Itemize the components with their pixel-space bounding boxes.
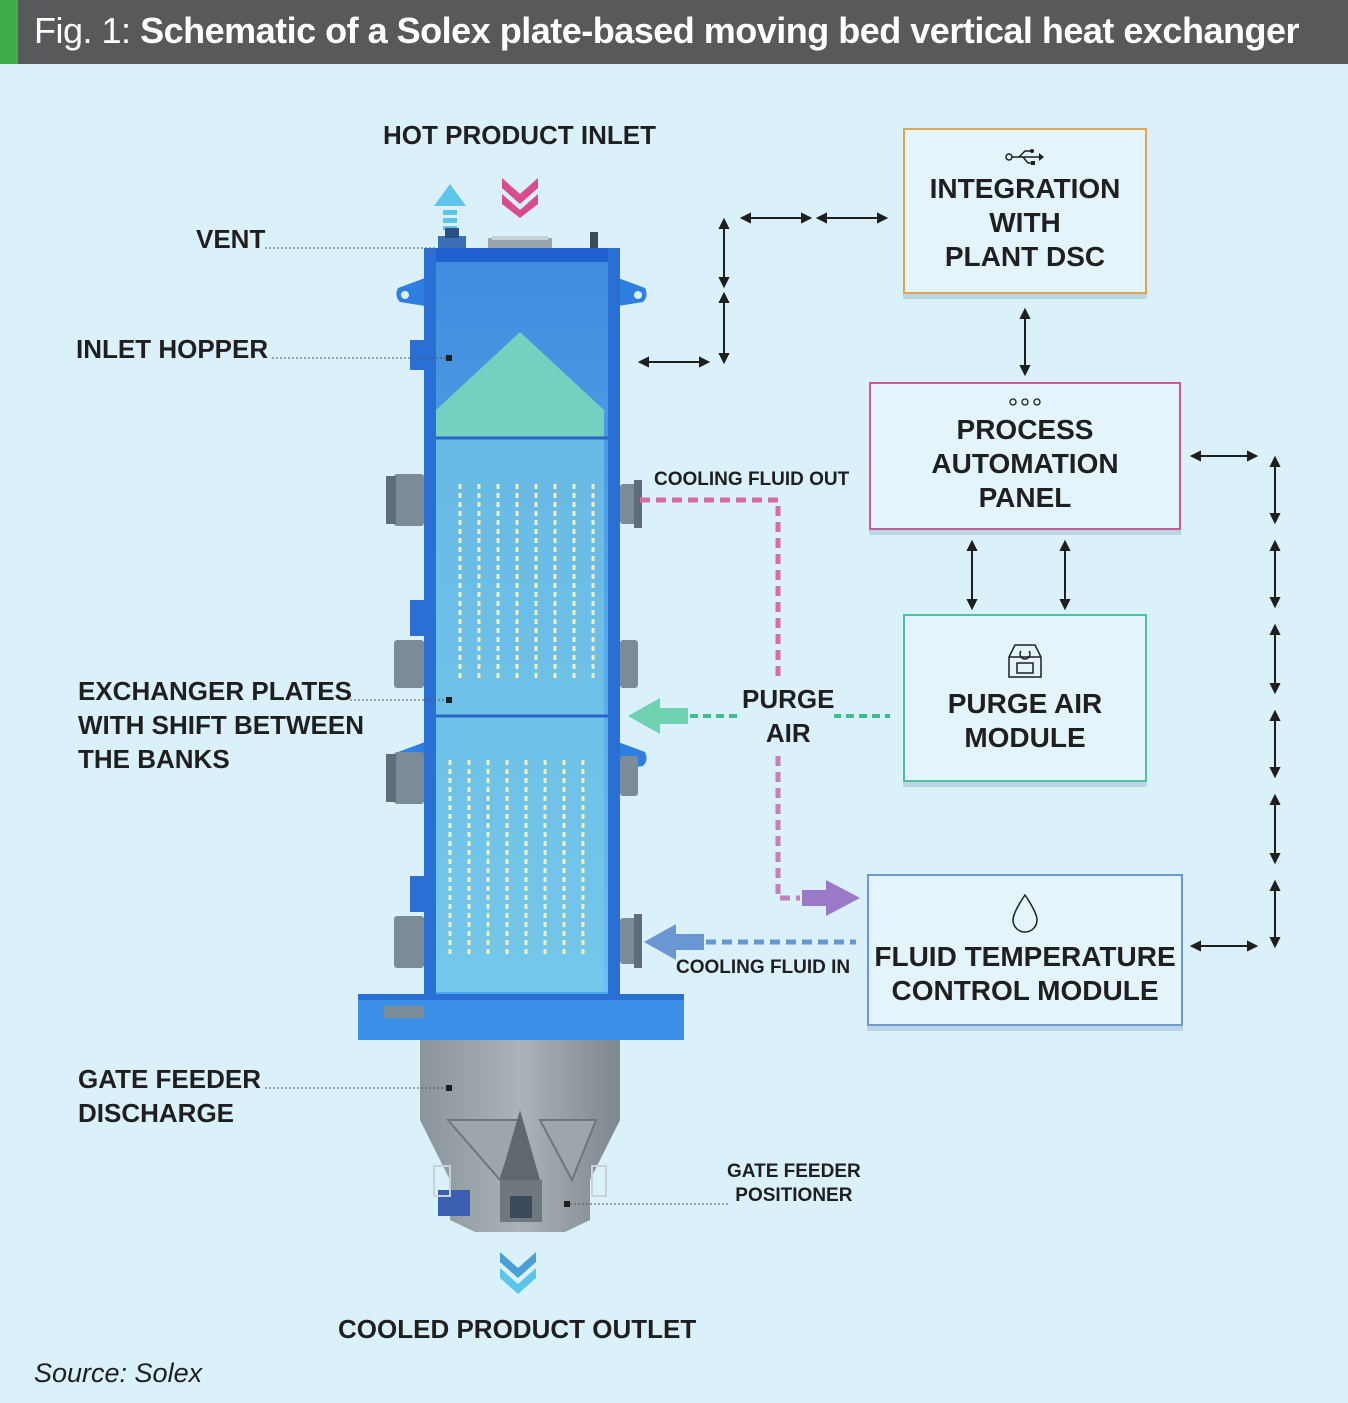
- figure-header: Fig. 1: Schematic of a Solex plate-based…: [0, 0, 1348, 64]
- positioner-motor: [438, 1190, 470, 1216]
- lower-plate-bank: [448, 760, 585, 955]
- left-nozzles: [386, 340, 424, 968]
- diagram-area: HOT PRODUCT INLET VENT INLET HOPPER EXCH…: [0, 64, 1348, 1403]
- cooling-fluid-in-label: COOLING FLUID IN: [676, 957, 851, 978]
- cooling-fluid-out-label: COOLING FLUID OUT: [654, 469, 850, 490]
- fluid-box-label: FLUID TEMPERATURE CONTROL MODULE: [874, 941, 1176, 1006]
- header-accent-bar: [0, 0, 18, 64]
- vessel-top-fittings: [438, 228, 598, 250]
- fluid-temperature-control-box: FLUID TEMPERATURE CONTROL MODULE: [867, 874, 1183, 1026]
- automation-box-label: PROCESS AUTOMATION PANEL: [931, 414, 1119, 513]
- fluid-return-line: [775, 740, 800, 901]
- upper-plate-bank: [458, 484, 595, 680]
- dots-icon: [1009, 398, 1041, 406]
- inlet-hopper-label: INLET HOPPER: [76, 334, 269, 364]
- cooled-product-outlet-label: COOLED PRODUCT OUTLET: [338, 1314, 697, 1344]
- purge-air-module-box: PURGE AIR MODULE: [903, 614, 1147, 782]
- hot-product-inlet-label: HOT PRODUCT INLET: [383, 120, 656, 150]
- purge-box-label: PURGE AIR MODULE: [947, 688, 1103, 753]
- leader-lines: [265, 247, 728, 1205]
- source-credit: Source: Solex: [34, 1358, 203, 1388]
- schematic-svg: [265, 178, 1281, 1294]
- vent-label: VENT: [196, 224, 266, 254]
- exchanger-plates-label: EXCHANGER PLATES WITH SHIFT BETWEEN THE …: [78, 676, 364, 774]
- hot-inlet-chevron-icon: [502, 178, 538, 218]
- process-automation-panel-box: PROCESS AUTOMATION PANEL: [869, 382, 1181, 530]
- droplet-icon: [1012, 893, 1038, 933]
- integration-plant-dsc-box: INTEGRATION WITH PLANT DSC: [903, 128, 1147, 294]
- cooled-outlet-chevron-icon: [500, 1252, 536, 1294]
- usb-icon: [1005, 149, 1044, 165]
- leader-dots: [446, 355, 570, 1207]
- figure-number: Fig. 1:: [34, 10, 131, 51]
- gate-feeder-discharge-hopper: [420, 1040, 620, 1232]
- purge-air-arrow: [628, 698, 688, 734]
- communication-arrows: [637, 212, 1281, 952]
- fluid-feed-arrow: [802, 880, 860, 916]
- gate-feeder-discharge-label: GATE FEEDER DISCHARGE: [78, 1064, 261, 1128]
- figure-title: Schematic of a Solex plate-based moving …: [140, 10, 1299, 51]
- inlet-hopper-cone: [436, 332, 604, 438]
- integration-box-label: INTEGRATION WITH PLANT DSC: [929, 173, 1121, 272]
- vent-arrow: [434, 184, 466, 230]
- purge-air-label: PURGE AIR: [742, 682, 835, 750]
- cooling-fluid-in-arrow: [644, 924, 704, 960]
- cooling-fluid-out-line: [640, 497, 781, 690]
- right-nozzles: [620, 480, 642, 968]
- fan-unit-icon: [1008, 644, 1042, 678]
- figure-caption: Fig. 1: Schematic of a Solex plate-based…: [34, 10, 1299, 52]
- gate-feeder-positioner-label: GATE FEEDER POSITIONER: [727, 1161, 861, 1206]
